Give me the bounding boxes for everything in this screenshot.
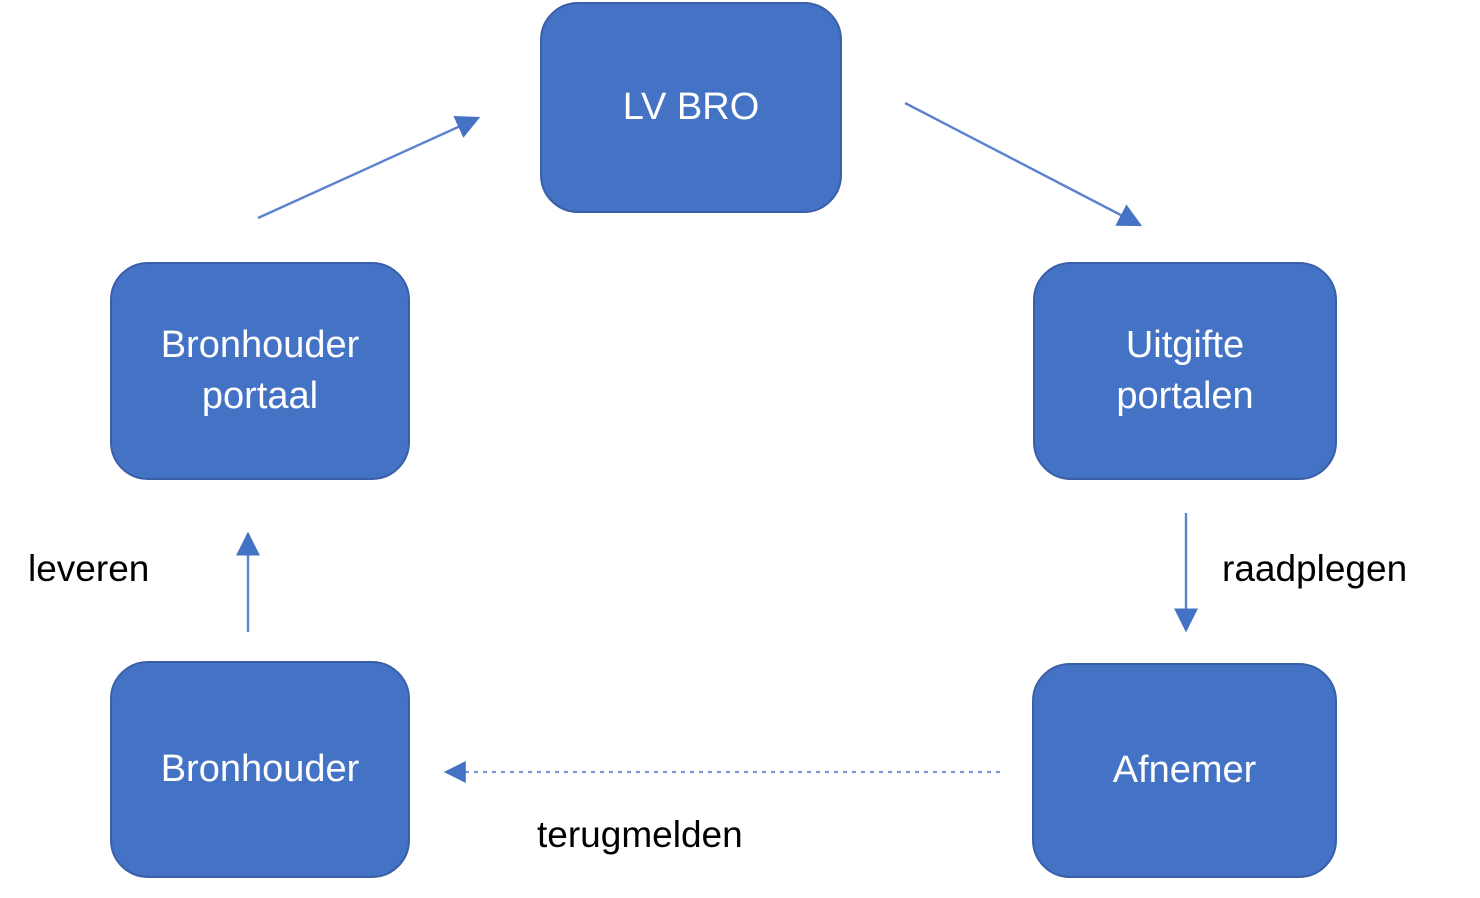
node-afnemer-label: Afnemer <box>1112 748 1257 791</box>
node-bronhouder-portaal-label: Bronhouder portaal <box>160 323 360 417</box>
node-bronhouder-portaal: Bronhouder portaal <box>110 262 410 480</box>
node-lv-bro-label: LV BRO <box>622 85 760 128</box>
edge-label-raadplegen: raadplegen <box>1222 548 1408 589</box>
node-uitgifte-portalen-label: Uitgifte portalen <box>1116 323 1254 417</box>
edge-label-terugmelden: terugmelden <box>537 814 743 855</box>
node-bronhouder-label: Bronhouder <box>160 747 360 790</box>
node-lv-bro: LV BRO <box>540 2 842 213</box>
arrow-bronhouderportaal-to-lvbro <box>257 116 481 220</box>
node-uitgifte-portalen: Uitgifte portalen <box>1033 262 1337 480</box>
node-afnemer: Afnemer <box>1032 663 1337 878</box>
arrow-lvbro-to-uitgifteportalen <box>904 101 1143 227</box>
node-bronhouder: Bronhouder <box>110 661 410 878</box>
edge-label-leveren: leveren <box>28 548 150 589</box>
